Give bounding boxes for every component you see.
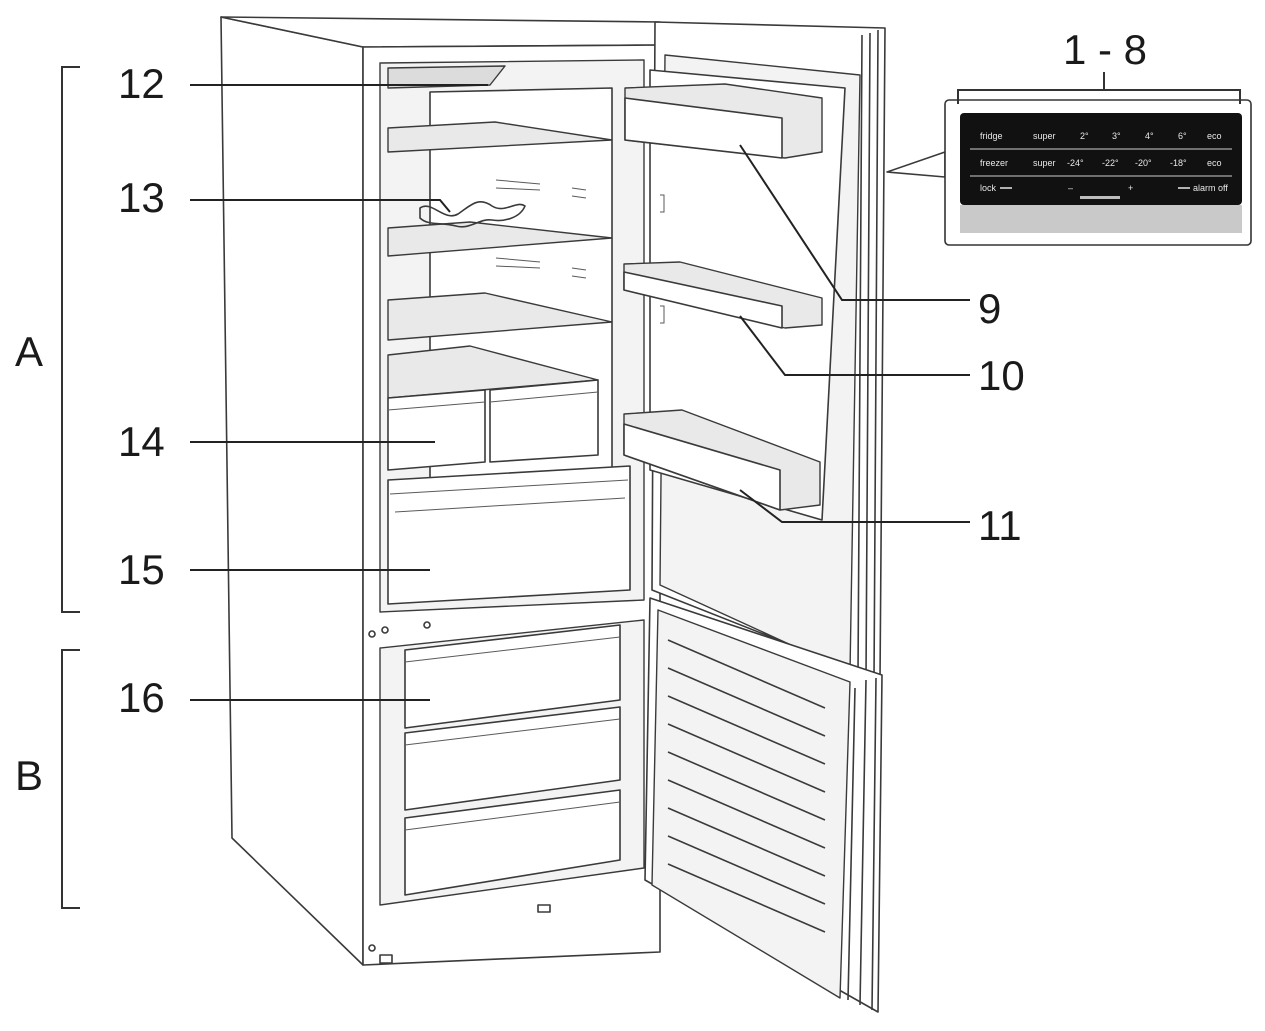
glass-shelf xyxy=(387,292,613,341)
label-16: 16 xyxy=(118,674,165,721)
row-freezer-name: freezer xyxy=(980,158,1008,168)
bracket-zone-a xyxy=(61,66,80,613)
alarm-off-button[interactable]: alarm off xyxy=(1193,183,1228,193)
bottle-rack xyxy=(419,201,526,228)
fridge-interior xyxy=(387,65,631,605)
label-1-8: 1 - 8 xyxy=(1063,26,1147,73)
leader-9 xyxy=(739,144,970,301)
control-panel-inset: fridge super 2° 3° 4° 6° eco freezer sup… xyxy=(886,72,1252,246)
panel-strip xyxy=(960,205,1242,233)
label-10: 10 xyxy=(978,352,1025,399)
freezer-temp-4[interactable]: -18° xyxy=(1170,158,1187,168)
fridge-temp-1[interactable]: 2° xyxy=(1080,131,1089,141)
fridge-temp-3[interactable]: 4° xyxy=(1145,131,1154,141)
chiller-drawer xyxy=(387,465,631,605)
label-15: 15 xyxy=(118,546,165,593)
freezer-drawer xyxy=(404,624,621,729)
freezer-drawer xyxy=(404,706,621,811)
fridge-eco[interactable]: eco xyxy=(1207,131,1222,141)
row-fridge-mode[interactable]: super xyxy=(1033,131,1056,141)
row-freezer-mode[interactable]: super xyxy=(1033,158,1056,168)
row-fridge-name: fridge xyxy=(980,131,1003,141)
leader-10 xyxy=(739,315,970,376)
bracket-zone-b xyxy=(61,649,80,909)
label-9: 9 xyxy=(978,285,1001,332)
freezer-drawers xyxy=(368,621,621,964)
door-vents xyxy=(667,639,826,933)
minus-button[interactable]: – xyxy=(1068,183,1073,193)
freezer-temp-3[interactable]: -20° xyxy=(1135,158,1152,168)
row-lock-name[interactable]: lock xyxy=(980,183,997,193)
freezer-drawer xyxy=(404,789,621,896)
level-indicator xyxy=(1080,196,1120,199)
plus-button[interactable]: + xyxy=(1128,183,1133,193)
fridge-door xyxy=(623,21,886,681)
fridge-temp-4[interactable]: 6° xyxy=(1178,131,1187,141)
glass-shelf xyxy=(387,121,613,153)
leader-13 xyxy=(190,199,451,213)
fridge-temp-2[interactable]: 3° xyxy=(1112,131,1121,141)
label-14: 14 xyxy=(118,418,165,465)
leader-11 xyxy=(739,489,970,523)
label-zone-b: B xyxy=(15,752,43,799)
bracket-1-8 xyxy=(957,89,1241,104)
vegetable-drawer xyxy=(489,379,599,463)
label-13: 13 xyxy=(118,174,165,221)
label-12: 12 xyxy=(118,60,165,107)
interior-light xyxy=(387,65,506,89)
freezer-eco[interactable]: eco xyxy=(1207,158,1222,168)
freezer-temp-1[interactable]: -24° xyxy=(1067,158,1084,168)
vegetable-drawer xyxy=(387,389,486,471)
label-zone-a: A xyxy=(15,328,43,375)
display-panel xyxy=(960,113,1242,205)
label-11: 11 xyxy=(978,502,1022,549)
freezer-door xyxy=(644,597,883,1013)
leader-lines xyxy=(190,84,970,701)
freezer-temp-2[interactable]: -22° xyxy=(1102,158,1119,168)
